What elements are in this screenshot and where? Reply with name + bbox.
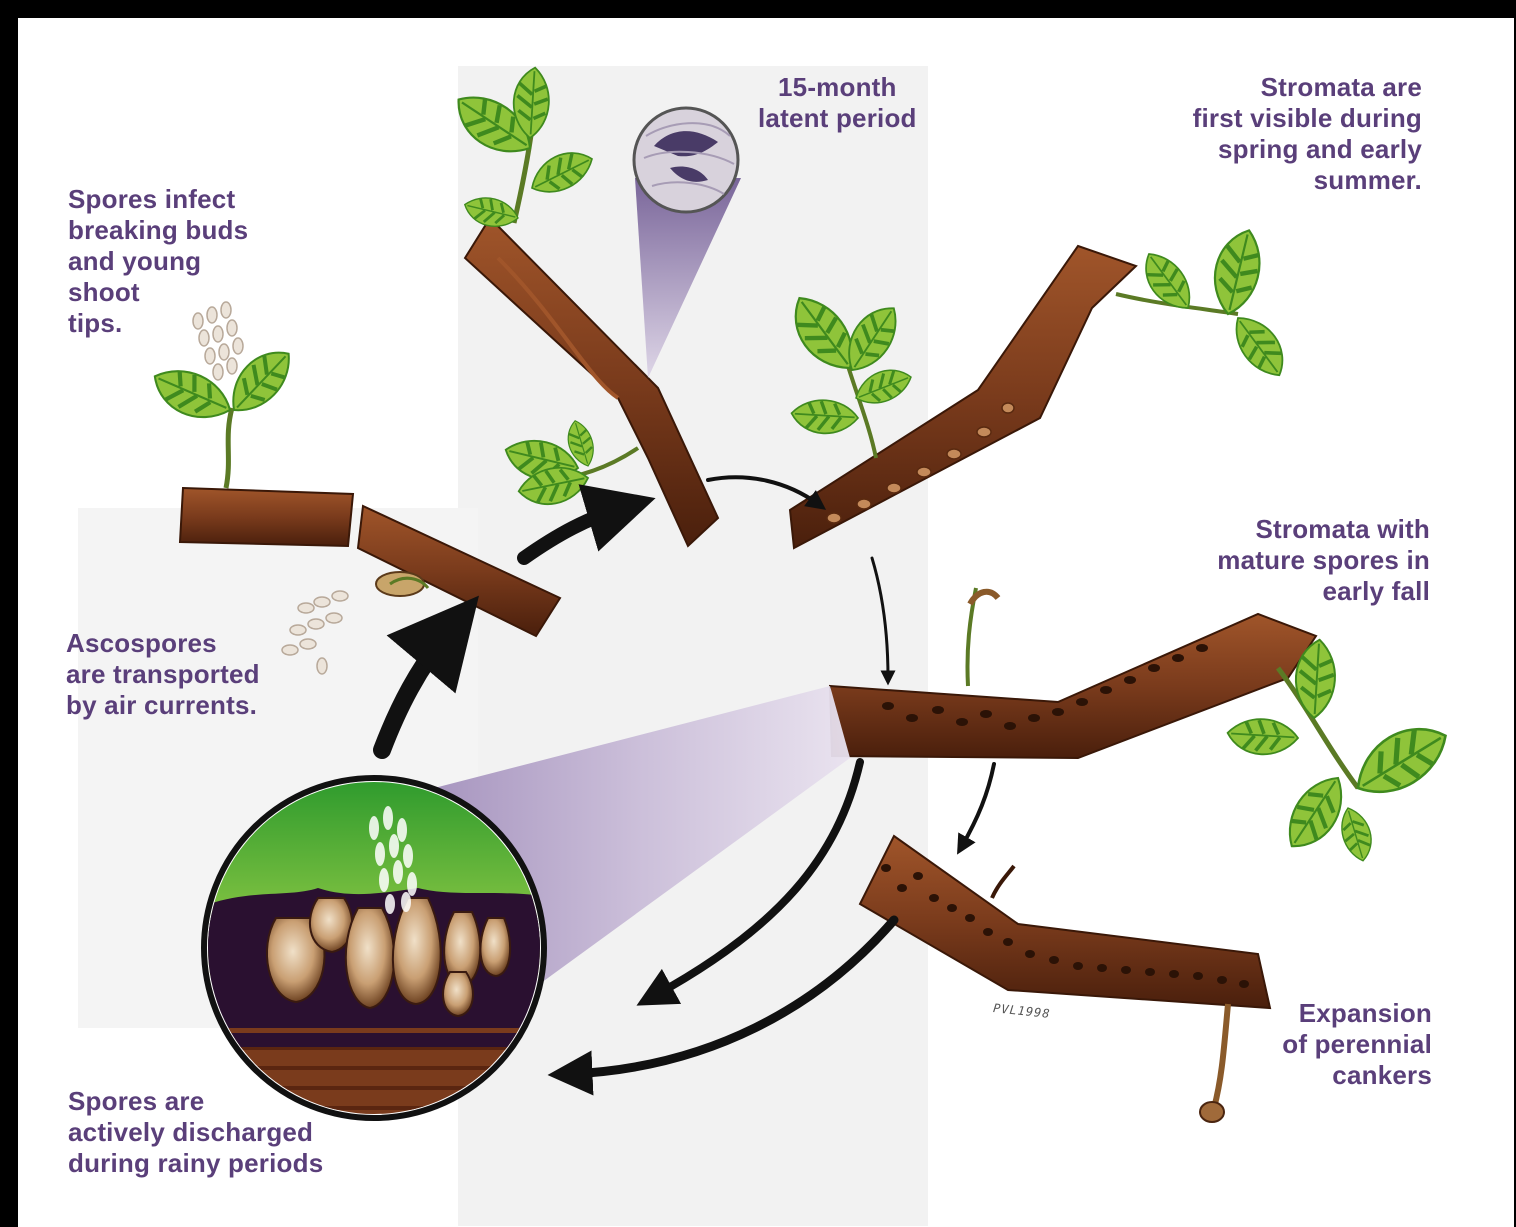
label-stromata-mature: Stromata with mature spores in early fal… — [1217, 514, 1430, 607]
label-spores-discharged: Spores are actively discharged during ra… — [68, 1086, 323, 1179]
label-latent-period: 15-month latent period — [758, 72, 917, 134]
label-expansion-cankers: Expansion of perennial cankers — [1282, 998, 1432, 1091]
label-ascospores-transported: Ascospores are transported by air curren… — [66, 628, 260, 721]
disease-cycle-diagram: Spores infect breaking buds and young sh… — [18, 18, 1514, 1227]
label-stromata-visible: Stromata are first visible during spring… — [1193, 72, 1422, 196]
label-spores-infect: Spores infect breaking buds and young sh… — [68, 184, 248, 339]
